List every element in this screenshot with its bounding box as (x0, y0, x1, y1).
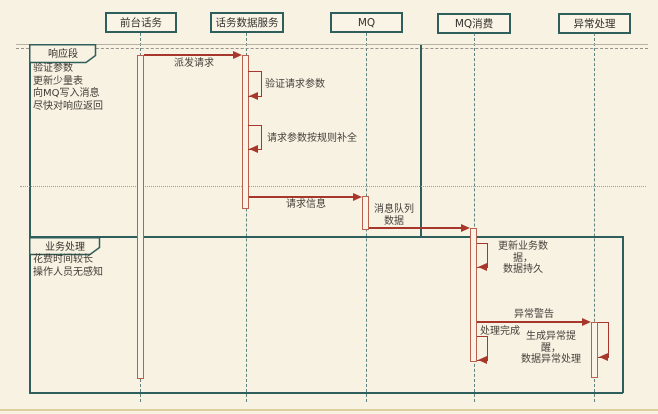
frame-label-business: 业务处理 (29, 237, 101, 256)
message-queue-data-line (369, 227, 462, 229)
participant-front-office: 前台话务 (105, 12, 177, 33)
frame-response-right-border (420, 45, 422, 236)
self-message-validate-params-label: 验证请求参数 (265, 79, 325, 90)
self-message-process-done-arrow (478, 356, 487, 364)
phase-divider-dotted-line (20, 186, 646, 187)
message-dispatch-request-arrow (233, 51, 242, 59)
frame-label-business-text: 业务处理 (45, 242, 85, 253)
activation-data-service (242, 55, 249, 209)
self-message-update-business-label: 更新业务数据， 数据持久 (498, 241, 548, 275)
frame-label-response-shape (29, 44, 97, 64)
participant-data-service: 话务数据服务 (210, 12, 284, 33)
lifeline-mq-consumer (474, 33, 475, 402)
participant-mq: MQ (330, 12, 403, 33)
participant-exception-handler: 异常处理 (558, 13, 631, 34)
participant-mq-consumer: MQ消费 (437, 13, 511, 34)
frame-label-response: 响应段 (29, 44, 97, 64)
self-message-generate-alert-arrow (599, 353, 608, 361)
frame-left-border (29, 44, 31, 393)
section-divider-top-line (16, 44, 648, 45)
frame-business-right-border (622, 236, 624, 393)
message-queue-data-label: 消息队列 数据 (374, 204, 414, 227)
section-divider-dashed-line (16, 48, 648, 49)
message-exception-warning-label: 异常警告 (514, 309, 554, 320)
frame-note-response: 验证参数 更新少量表 向MQ写入消息 尽快对响应返回 (33, 63, 103, 112)
activation-mq-consumer (470, 228, 477, 362)
activation-exception-handler (591, 322, 598, 378)
frame-note-business: 花费时间较长 操作人员无感知 (33, 254, 103, 278)
frame-label-response-text: 响应段 (48, 49, 78, 60)
activation-mq (362, 196, 369, 230)
lifeline-exception-handler (594, 33, 595, 402)
self-message-complete-params-label: 请求参数按规则补全 (267, 133, 357, 144)
lifeline-data-service (246, 33, 247, 402)
activation-front-office (137, 55, 144, 379)
frame-label-business-shape (29, 237, 101, 256)
self-message-complete-params-arrow (249, 145, 258, 153)
message-exception-warning-arrow (582, 318, 591, 326)
bottom-edge-line (0, 409, 658, 411)
self-message-validate-params-arrow (249, 92, 258, 100)
frame-business-bottom-border (29, 392, 623, 394)
self-message-update-business-arrow (478, 263, 487, 271)
self-message-process-done-label: 处理完成 (480, 326, 520, 337)
message-dispatch-request-line (144, 54, 234, 56)
self-message-generate-alert-label: 生成异常提醒， 数据异常处理 (521, 331, 581, 365)
message-queue-data-arrow (461, 224, 470, 232)
message-exception-warning-line (477, 321, 583, 323)
frame-business-top-border (29, 236, 622, 238)
message-dispatch-request-label: 派发请求 (174, 58, 214, 69)
message-request-info-arrow (353, 193, 362, 201)
message-request-info-line (249, 196, 354, 198)
message-request-info-label: 请求信息 (286, 199, 326, 210)
